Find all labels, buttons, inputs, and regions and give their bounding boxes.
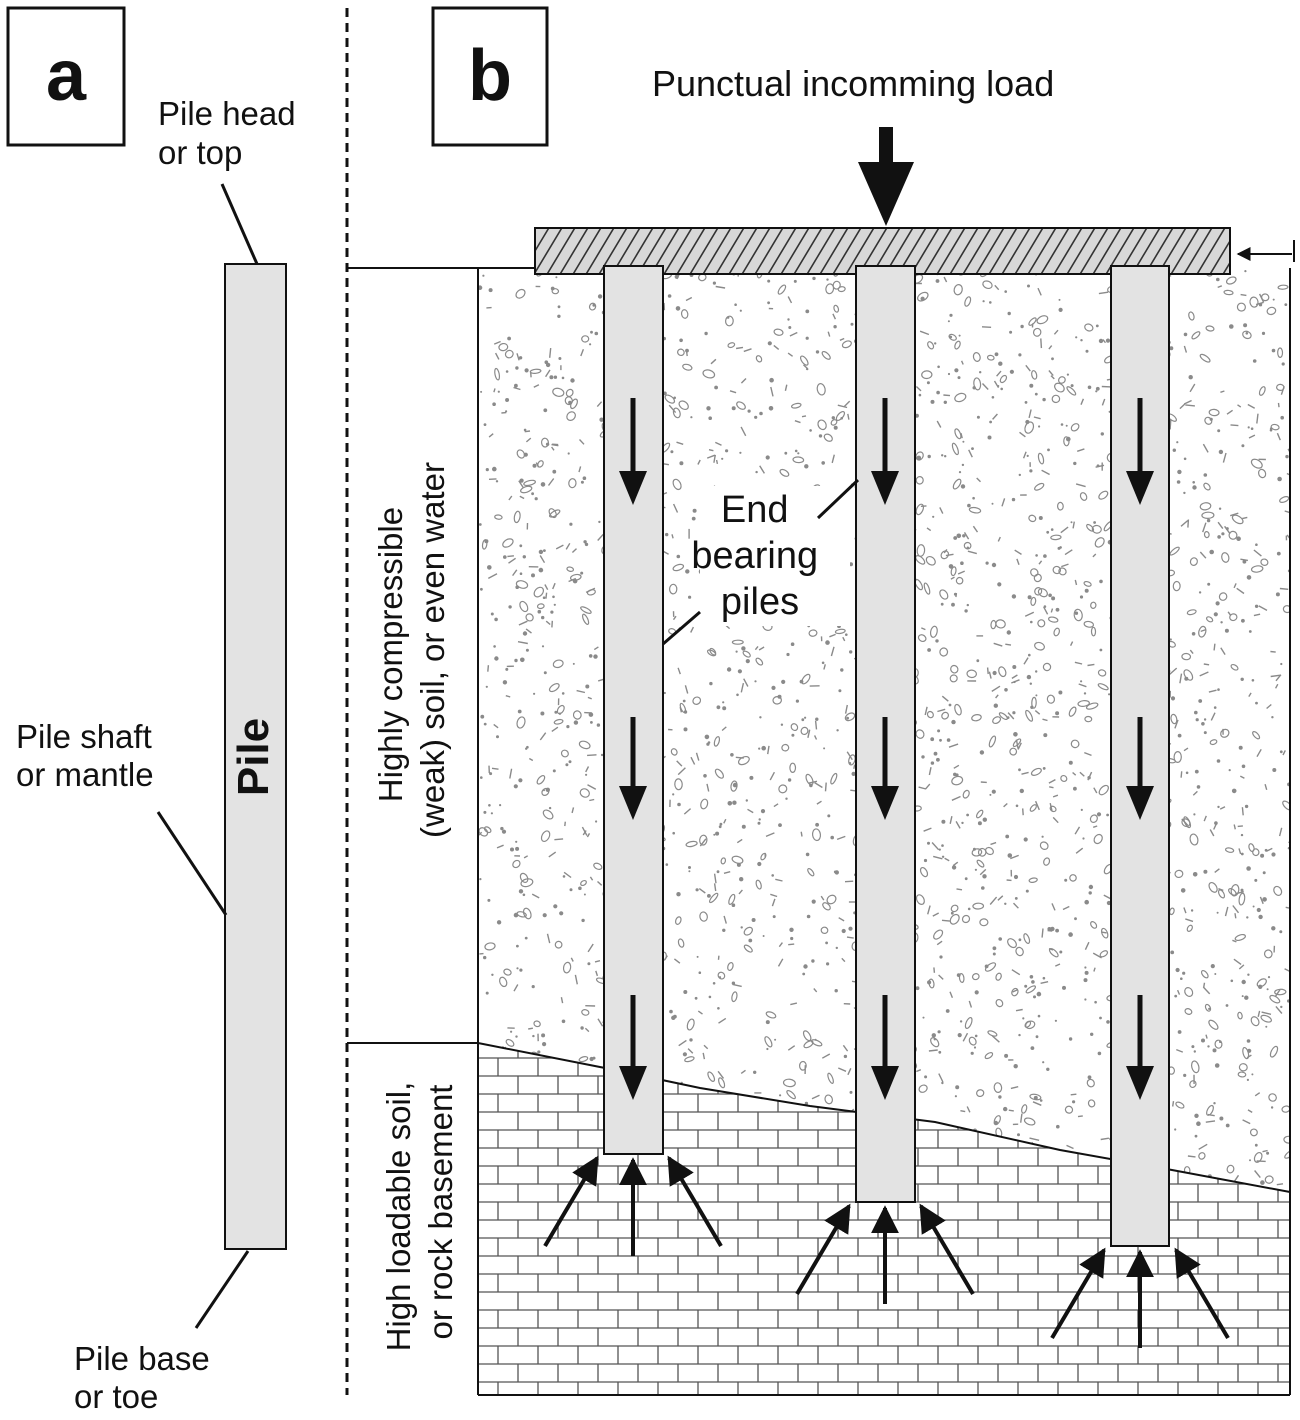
pile-head-label: Pile head or top [158, 95, 305, 171]
load-label: Punctual incomming load [652, 63, 1054, 104]
weak-layer-label: Highly compressible (weak) soil, or even… [372, 462, 451, 838]
pile-base-leader [194, 1250, 250, 1329]
down-arrows [619, 398, 1154, 1100]
panel-b-letter: b [468, 36, 512, 116]
panel-a: Pile Pile head or top Pile shaft or mant… [16, 95, 305, 1415]
pile-shaft-leader [156, 811, 228, 916]
end-bearing-leader-2 [662, 610, 701, 646]
pile-shaft-label: Pile shaft or mantle [16, 718, 161, 793]
panel-a-letter: a [46, 36, 87, 116]
strong-layer-label: High loadable soil, or rock basement [380, 1073, 459, 1352]
pile-text: Pile [229, 718, 278, 796]
panel-b: Punctual incomming load End bearing pile… [347, 63, 1295, 1396]
reaction-arrows [543, 1155, 1230, 1348]
load-arrow [858, 127, 914, 226]
pile-base-label: Pile base or toe [74, 1340, 219, 1415]
end-bearing-label: End bearing piles [691, 489, 828, 623]
panel-b-box: b [431, 6, 549, 147]
end-bearing-leader-1 [816, 478, 860, 520]
pile-head-leader [220, 183, 259, 265]
panel-a-box: a [6, 6, 126, 147]
